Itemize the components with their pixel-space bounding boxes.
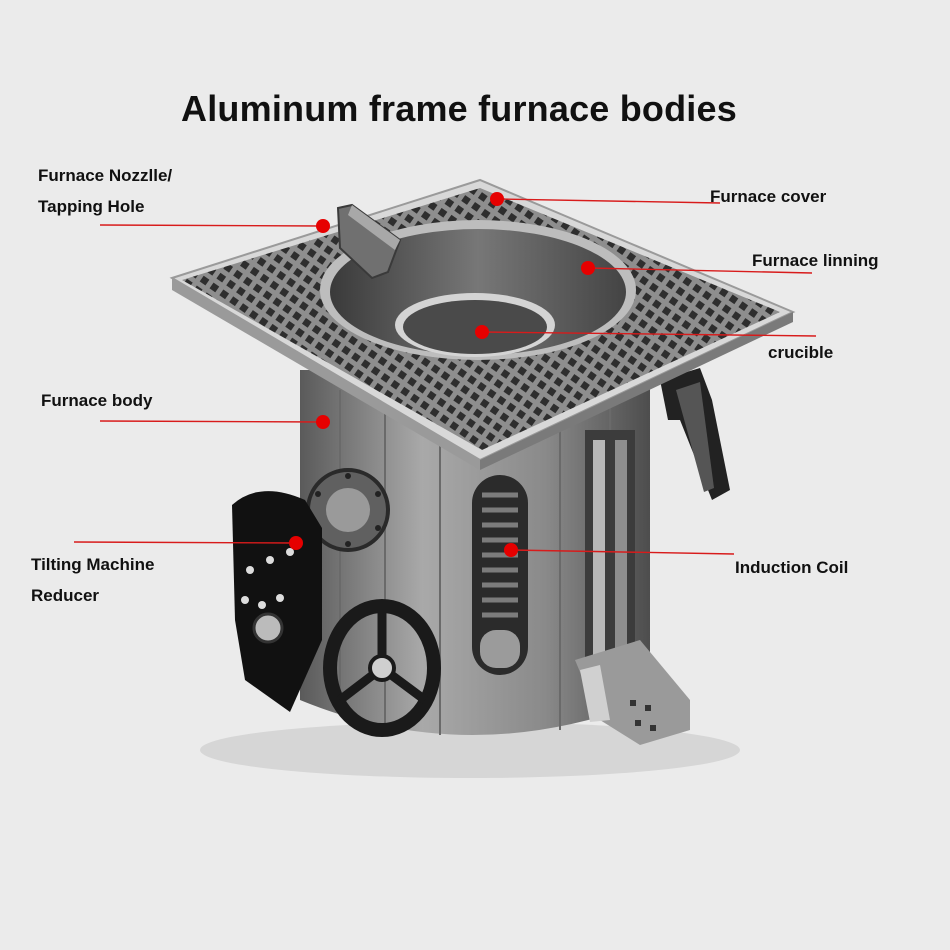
- label-cover: Furnace cover: [710, 187, 826, 207]
- label-body: Furnace body: [41, 391, 152, 411]
- leader-cover: [497, 199, 720, 203]
- marker-reducer: [289, 536, 303, 550]
- label-coil: Induction Coil: [735, 558, 848, 578]
- marker-coil: [504, 543, 518, 557]
- diagram-title: Aluminum frame furnace bodies: [0, 88, 918, 130]
- marker-nozzle: [316, 219, 330, 233]
- leader-crucible: [482, 332, 816, 336]
- label-reducer-line1: Tilting Machine: [31, 555, 154, 575]
- label-lining: Furnace linning: [752, 251, 879, 271]
- label-nozzle-line1: Furnace Nozzlle/: [38, 166, 172, 186]
- leader-body: [100, 421, 322, 422]
- label-nozzle-line2: Tapping Hole: [38, 197, 144, 217]
- marker-body: [316, 415, 330, 429]
- label-crucible: crucible: [768, 343, 833, 363]
- leader-reducer: [74, 542, 296, 543]
- marker-cover: [490, 192, 504, 206]
- leader-coil: [511, 550, 734, 554]
- label-reducer-line2: Reducer: [31, 586, 99, 606]
- leader-nozzle: [100, 225, 322, 226]
- marker-crucible: [475, 325, 489, 339]
- marker-lining: [581, 261, 595, 275]
